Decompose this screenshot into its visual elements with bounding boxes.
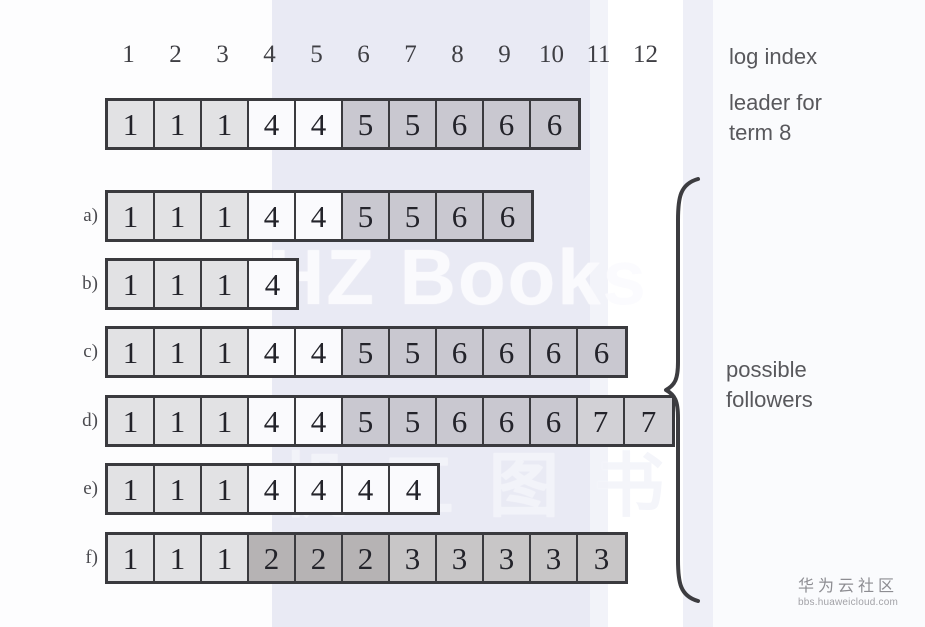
log-index-2: 2 xyxy=(169,41,182,68)
log-cell: 4 xyxy=(343,466,390,512)
log-cell: 4 xyxy=(249,193,296,239)
log-cell: 2 xyxy=(249,535,296,581)
log-cell: 1 xyxy=(155,329,202,375)
caption-possible-followers: possible followers xyxy=(726,357,813,412)
site-watermark: 华为云社区 bbs.huaweicloud.com xyxy=(798,576,898,610)
log-cell: 5 xyxy=(343,101,390,147)
log-cell: 1 xyxy=(202,535,249,581)
log-cell: 5 xyxy=(390,398,437,444)
log-cell: 1 xyxy=(202,329,249,375)
log-row-b: 1 1 1 4 xyxy=(105,258,299,310)
log-cell: 1 xyxy=(155,261,202,307)
log-cell: 2 xyxy=(343,535,390,581)
row-label-e: e) xyxy=(83,478,98,499)
log-cell: 6 xyxy=(578,329,625,375)
log-cell: 3 xyxy=(578,535,625,581)
log-index-4: 4 xyxy=(263,41,276,68)
log-cell: 1 xyxy=(202,193,249,239)
log-index-10: 10 xyxy=(539,41,564,68)
log-cell: 4 xyxy=(296,329,343,375)
log-cell: 6 xyxy=(437,193,484,239)
log-cell: 1 xyxy=(155,466,202,512)
log-cell: 4 xyxy=(296,398,343,444)
log-cell: 5 xyxy=(343,398,390,444)
log-cell: 1 xyxy=(108,329,155,375)
log-cell: 6 xyxy=(437,101,484,147)
log-cell: 3 xyxy=(437,535,484,581)
log-cell: 1 xyxy=(108,466,155,512)
log-cell: 4 xyxy=(390,466,437,512)
log-cell: 2 xyxy=(296,535,343,581)
log-cell: 1 xyxy=(155,101,202,147)
row-label-d: d) xyxy=(82,410,98,431)
log-cell: 6 xyxy=(437,329,484,375)
log-cell: 1 xyxy=(108,101,155,147)
log-row-f: 1 1 1 2 2 2 3 3 3 3 3 xyxy=(105,532,628,584)
log-row-c: 1 1 1 4 4 5 5 6 6 6 6 xyxy=(105,326,628,378)
log-cell: 1 xyxy=(202,261,249,307)
log-cell: 3 xyxy=(531,535,578,581)
log-cell: 4 xyxy=(296,101,343,147)
log-cell: 6 xyxy=(484,398,531,444)
log-cell: 5 xyxy=(343,329,390,375)
log-cell: 3 xyxy=(484,535,531,581)
log-cell: 4 xyxy=(296,466,343,512)
log-cell: 1 xyxy=(155,193,202,239)
log-cell: 4 xyxy=(249,398,296,444)
log-index-9: 9 xyxy=(498,41,511,68)
log-index-11: 11 xyxy=(586,41,611,68)
log-cell: 1 xyxy=(108,535,155,581)
log-cell: 7 xyxy=(625,398,672,444)
log-cell: 1 xyxy=(108,261,155,307)
log-cell: 1 xyxy=(108,398,155,444)
log-cell: 1 xyxy=(108,193,155,239)
log-cell: 1 xyxy=(202,101,249,147)
log-cell: 6 xyxy=(531,329,578,375)
log-index-1: 1 xyxy=(122,41,135,68)
log-cell: 6 xyxy=(484,101,531,147)
log-index-5: 5 xyxy=(310,41,323,68)
log-cell: 3 xyxy=(390,535,437,581)
log-cell: 1 xyxy=(155,535,202,581)
log-cell: 5 xyxy=(390,193,437,239)
log-cell: 5 xyxy=(390,329,437,375)
log-cell: 4 xyxy=(249,466,296,512)
log-index-12: 12 xyxy=(633,41,658,68)
log-index-6: 6 xyxy=(357,41,370,68)
log-cell: 6 xyxy=(437,398,484,444)
log-cell: 4 xyxy=(296,193,343,239)
row-label-f: f) xyxy=(85,547,98,568)
watermark-url-text: bbs.huaweicloud.com xyxy=(798,597,898,608)
log-index-7: 7 xyxy=(404,41,417,68)
log-row-leader: 1 1 1 4 4 5 5 6 6 6 xyxy=(105,98,581,150)
log-cell: 4 xyxy=(249,261,296,307)
ghost-watermark-hz-books: HZ Books xyxy=(268,233,649,321)
row-label-c: c) xyxy=(83,341,98,362)
log-row-d: 1 1 1 4 4 5 5 6 6 6 7 7 xyxy=(105,395,675,447)
log-row-e: 1 1 1 4 4 4 4 xyxy=(105,463,440,515)
log-row-a: 1 1 1 4 4 5 5 6 6 xyxy=(105,190,534,242)
log-cell: 4 xyxy=(249,329,296,375)
log-cell: 7 xyxy=(578,398,625,444)
log-cell: 4 xyxy=(249,101,296,147)
row-label-b: b) xyxy=(82,273,98,294)
log-cell: 6 xyxy=(531,398,578,444)
curly-brace-icon xyxy=(664,177,700,603)
log-cell: 1 xyxy=(202,398,249,444)
log-cell: 5 xyxy=(343,193,390,239)
row-label-a: a) xyxy=(83,205,98,226)
log-index-8: 8 xyxy=(451,41,464,68)
log-cell: 6 xyxy=(484,193,531,239)
log-cell: 1 xyxy=(202,466,249,512)
log-cell: 1 xyxy=(155,398,202,444)
log-index-3: 3 xyxy=(216,41,229,68)
caption-leader-term: leader for term 8 xyxy=(729,90,822,145)
log-cell: 6 xyxy=(484,329,531,375)
watermark-cjk-text: 华为云社区 xyxy=(798,576,899,595)
log-cell: 6 xyxy=(531,101,578,147)
log-cell: 5 xyxy=(390,101,437,147)
caption-log-index: log index xyxy=(729,44,818,69)
